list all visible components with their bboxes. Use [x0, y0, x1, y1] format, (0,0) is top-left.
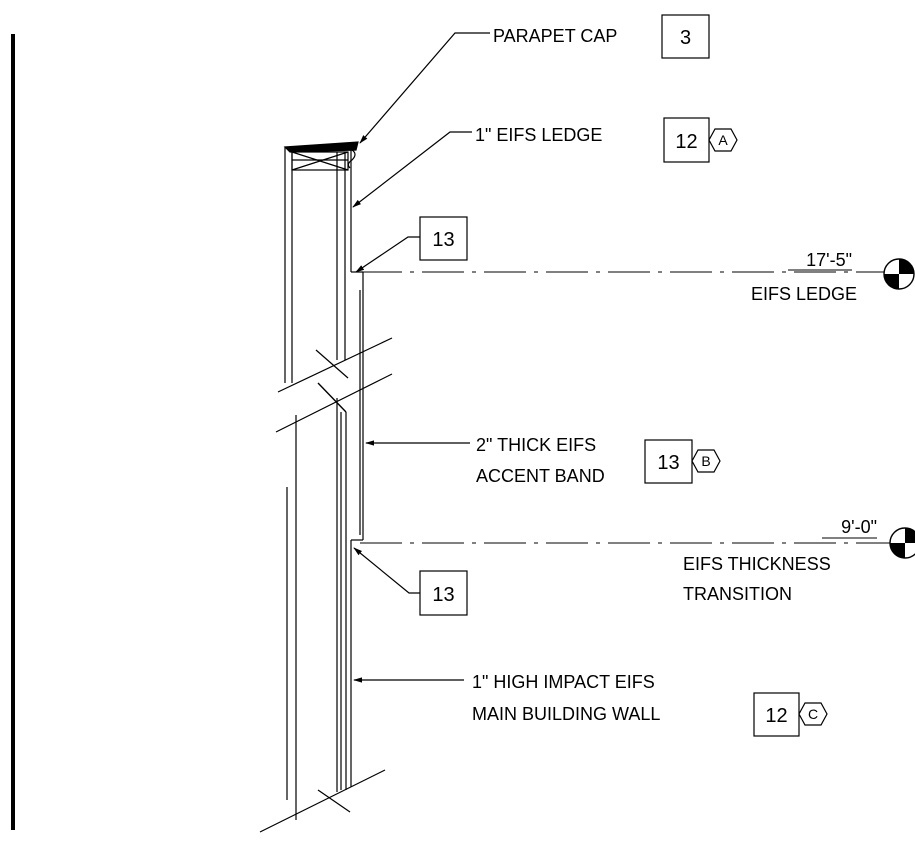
callout-transition-ref-tag-box	[419, 570, 468, 616]
break-symbol-upper	[315, 349, 349, 379]
wall-section	[259, 141, 393, 833]
parapet-cap-clip	[347, 149, 356, 169]
break-line-lower	[275, 373, 393, 433]
sheet-border-line	[11, 34, 15, 830]
elevation-value-transition: 9'-0"	[841, 517, 877, 537]
callout-eifs-ledge-hex	[708, 128, 738, 152]
leader-ledge-ref	[355, 236, 420, 273]
callout-main-wall-hex	[798, 702, 828, 726]
leader-parapet-cap	[359, 32, 490, 144]
callout-accent-band-line1: 2" THICK EIFS	[476, 435, 596, 455]
elevation-marker-transition	[889, 527, 915, 559]
callout-accent-band-line2: ACCENT BAND	[476, 466, 605, 486]
break-line-bottom	[259, 769, 386, 833]
callout-accent-band-tag: 13	[657, 452, 679, 474]
elevation-label-ledge: EIFS LEDGE	[751, 284, 857, 304]
callout-ledge-ref-tag-box	[419, 216, 468, 261]
callout-transition-ref-tag: 13	[432, 584, 454, 606]
callout-parapet-cap-tag: 3	[680, 27, 691, 49]
leader-transition-ref	[353, 547, 420, 594]
callout-eifs-ledge-tag: 12	[675, 131, 697, 153]
elevation-value-ledge: 17'-5"	[806, 250, 852, 270]
callout-parapet-cap-tag-box	[661, 14, 710, 59]
elevation-label-transition-1: EIFS THICKNESS	[683, 554, 831, 574]
elevation-label-transition-2: TRANSITION	[683, 584, 792, 604]
callout-accent-band-hex-label: B	[701, 453, 710, 469]
leader-eifs-ledge	[352, 131, 472, 208]
parapet-cap-flashing	[283, 141, 359, 153]
callout-eifs-ledge-hex-label: A	[718, 132, 728, 148]
callout-ledge-ref-tag: 13	[432, 229, 454, 251]
callout-eifs-ledge-label: 1" EIFS LEDGE	[475, 125, 602, 145]
callout-main-wall-line1: 1" HIGH IMPACT EIFS	[472, 672, 655, 692]
callout-main-wall-tag-box	[753, 692, 800, 737]
callout-main-wall-hex-label: C	[808, 706, 818, 722]
callout-main-wall-tag: 12	[765, 705, 787, 727]
break-line-upper	[277, 337, 393, 393]
callout-parapet-cap-label: PARAPET CAP	[493, 26, 617, 46]
elevation-marker-ledge	[883, 258, 915, 290]
callout-accent-band-hex	[691, 449, 721, 473]
callout-accent-band-tag-box	[644, 439, 693, 484]
callout-main-wall-line2: MAIN BUILDING WALL	[472, 704, 660, 724]
